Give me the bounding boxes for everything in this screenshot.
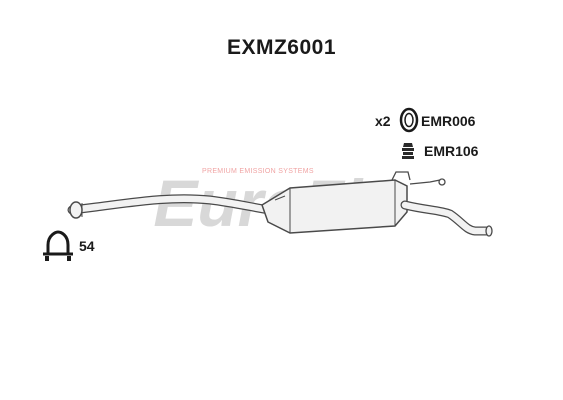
- gasket-part-code: EMR006: [421, 113, 476, 129]
- watermark-tagline: PREMIUM EMISSION SYSTEMS: [202, 168, 314, 175]
- hanger-part-code: EMR106: [424, 143, 479, 159]
- clamp-part-code: 54: [79, 238, 95, 254]
- part-number-title: EXMZ6001: [226, 36, 337, 59]
- gasket-quantity: x2: [375, 113, 391, 129]
- u-bolt-clamp-icon: [43, 230, 73, 261]
- exhaust-ring-gasket-icon: [399, 107, 419, 133]
- pipe-inlet-end: [69, 201, 83, 219]
- tail-pipe-outlet: [485, 225, 493, 237]
- rubber-hanger-icon: [402, 143, 414, 159]
- exhaust-pipe: [67, 194, 275, 219]
- silencer-box: [261, 171, 446, 234]
- tail-pipe: [400, 200, 493, 237]
